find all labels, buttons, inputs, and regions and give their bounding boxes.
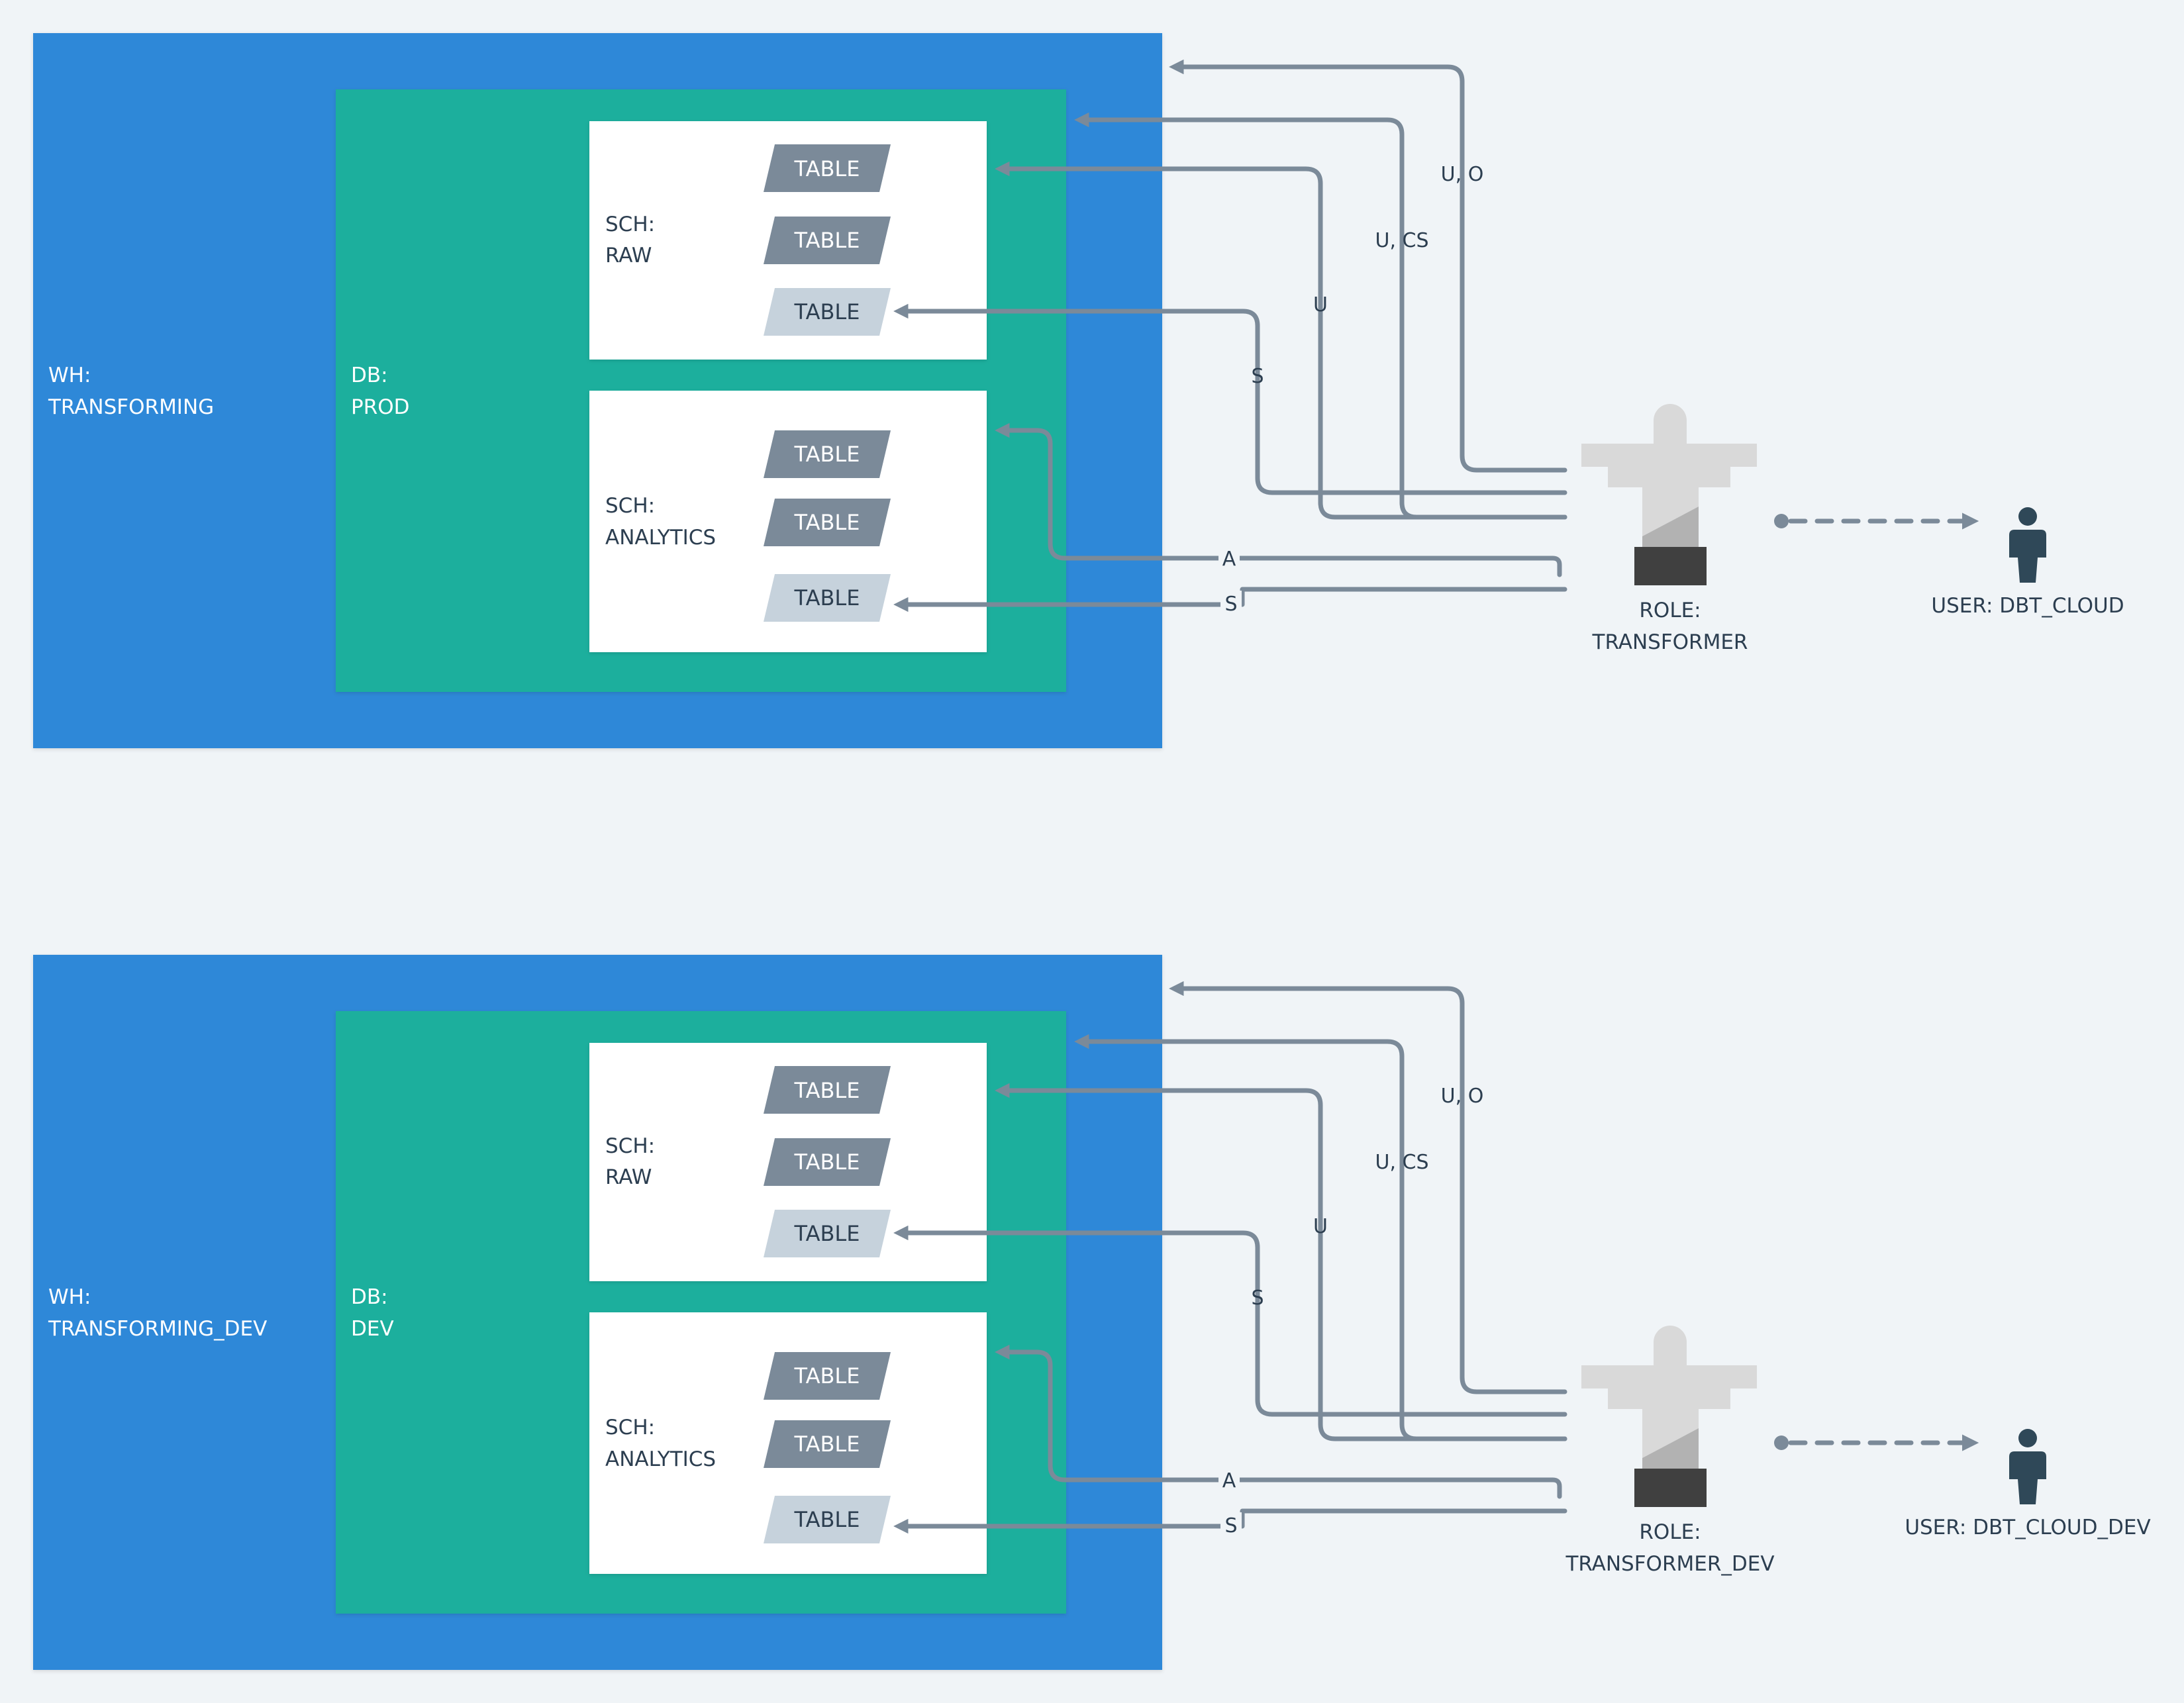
database-prefix: DB: [351, 1285, 388, 1309]
role-statue-icon [1581, 404, 1757, 585]
privilege-label-raw-schema: U [1313, 293, 1328, 316]
privilege-label-database: U, CS [1375, 229, 1428, 252]
warehouse-name: TRANSFORMING [48, 395, 214, 419]
user-label: USER: DBT_CLOUD_DEV [1905, 1516, 2150, 1539]
schema-raw-prefix: SCH: [605, 213, 655, 236]
schema-analytics-name: ANALYTICS [605, 1447, 716, 1471]
table-label: TABLE [794, 1363, 860, 1388]
schema-raw-name: RAW [605, 244, 652, 268]
privilege-connector-analytics-schema [995, 422, 1562, 577]
role-name: TRANSFORMER_DEV [1565, 1552, 1774, 1576]
table-icon [764, 144, 891, 192]
privilege-label-analytics-table: S [1224, 593, 1237, 616]
schema-analytics-name: ANALYTICS [605, 526, 716, 550]
table-icon [764, 1352, 891, 1400]
privilege-label-analytics-table: S [1224, 1514, 1237, 1537]
table-icon [764, 499, 891, 546]
database-prefix: DB: [351, 364, 388, 387]
table-icon [764, 430, 891, 478]
schema-raw-prefix: SCH: [605, 1134, 655, 1158]
role-prefix: ROLE: [1639, 599, 1701, 622]
privilege-connector-warehouse [1169, 59, 1567, 473]
privilege-connector-analytics-schema [995, 1344, 1562, 1499]
table-icon [764, 1420, 891, 1468]
privilege-label-warehouse: U, O [1441, 1085, 1484, 1108]
user-link-origin-dot [1774, 1435, 1789, 1450]
table-icon [764, 1496, 891, 1543]
warehouse-prefix: WH: [48, 1285, 91, 1309]
warehouse-prefix: WH: [48, 364, 91, 387]
table-label: TABLE [794, 442, 860, 467]
table-icon [764, 1138, 891, 1186]
privilege-connector-raw-schema [995, 161, 1567, 520]
table-label: TABLE [794, 510, 860, 535]
privilege-label-raw-schema: U [1313, 1215, 1328, 1238]
diagram-dev: WH: TRANSFORMING_DEV DB: DEV SCH: RAW TA… [33, 955, 2151, 1670]
warehouse-name: TRANSFORMING_DEV [48, 1317, 267, 1341]
table-label: TABLE [794, 1507, 860, 1532]
privilege-label-database: U, CS [1375, 1151, 1428, 1174]
privilege-label-raw-table: S [1251, 365, 1264, 388]
role-name: TRANSFORMER [1592, 630, 1748, 654]
schema-analytics-prefix: SCH: [605, 494, 655, 518]
privilege-connector-analytics-table [893, 1508, 1567, 1534]
table-icon [764, 1066, 891, 1114]
privilege-label-raw-table: S [1251, 1287, 1264, 1310]
role-prefix: ROLE: [1639, 1520, 1701, 1544]
privilege-connector-warehouse [1169, 981, 1567, 1394]
table-label: TABLE [794, 1149, 860, 1175]
privilege-connector-raw-table [893, 1225, 1567, 1417]
privilege-label-analytics-schema: A [1222, 548, 1236, 571]
table-icon [764, 288, 891, 336]
privilege-label-warehouse: U, O [1441, 163, 1484, 186]
table-icon [764, 1210, 891, 1257]
user-icon [2009, 507, 2046, 583]
diagram-prod: WH: TRANSFORMING DB: PROD SCH: RAW TABLE… [33, 33, 2124, 748]
privilege-label-analytics-schema: A [1222, 1469, 1236, 1492]
database-name: DEV [351, 1317, 394, 1341]
table-label: TABLE [794, 1078, 860, 1103]
schema-raw-name: RAW [605, 1165, 652, 1189]
database-name: PROD [351, 395, 410, 419]
role-statue-icon [1581, 1326, 1757, 1507]
table-label: TABLE [794, 156, 860, 181]
privilege-connector-raw-table [893, 303, 1567, 495]
table-label: TABLE [794, 228, 860, 253]
user-icon [2009, 1429, 2046, 1504]
table-label: TABLE [794, 299, 860, 324]
user-link-origin-dot [1774, 514, 1789, 528]
table-label: TABLE [794, 1432, 860, 1457]
privilege-connector-analytics-table [893, 587, 1567, 612]
user-label: USER: DBT_CLOUD [1931, 594, 2124, 618]
table-icon [764, 574, 891, 622]
table-label: TABLE [794, 585, 860, 610]
table-icon [764, 217, 891, 264]
schema-analytics-prefix: SCH: [605, 1416, 655, 1439]
privilege-connector-raw-schema [995, 1083, 1567, 1441]
table-label: TABLE [794, 1221, 860, 1246]
